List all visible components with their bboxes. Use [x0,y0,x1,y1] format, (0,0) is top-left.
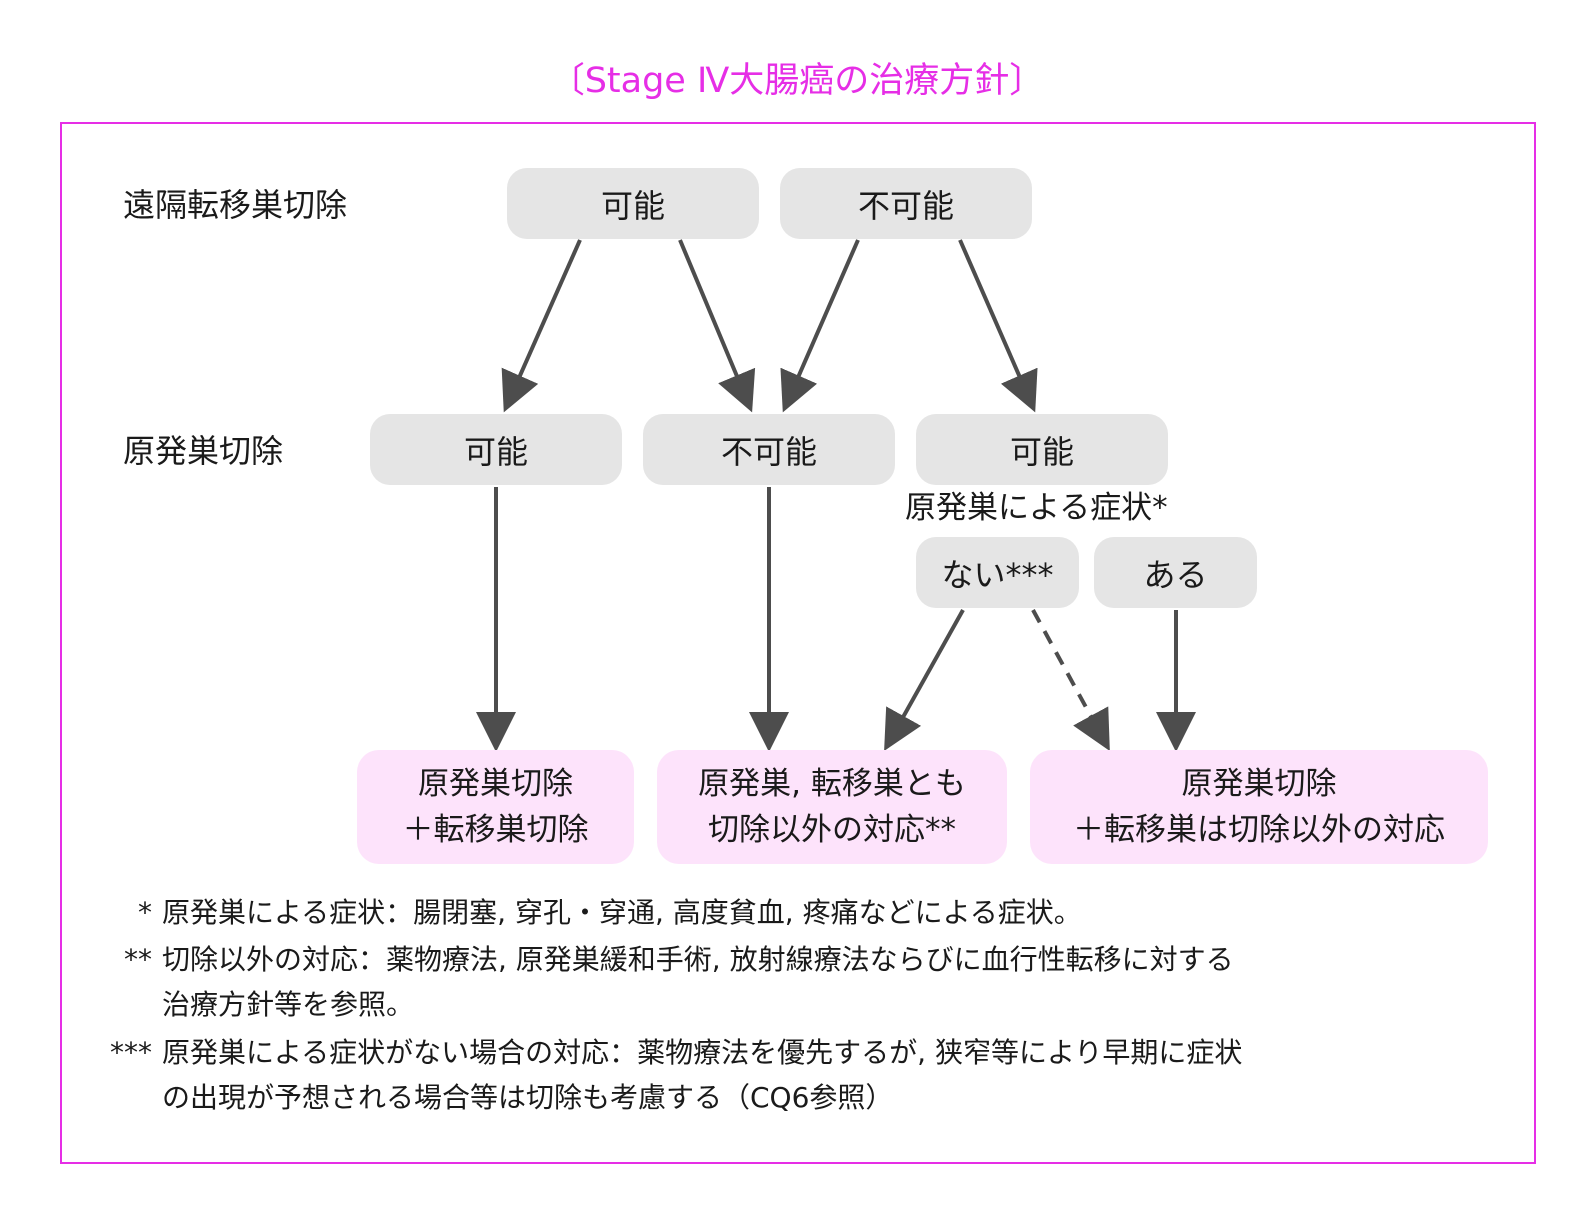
arrow-meta-possible-to-prim-possible [501,239,582,413]
footnote-line: 原発巣による症状：腸閉塞, 穿孔・穿通, 高度貧血, 疼痛などによる症状。 [162,896,1082,929]
footnote-mark: * [138,896,152,929]
row-label-primary-resection: 原発巣切除 [123,432,284,470]
result-line: 原発巣切除 [418,766,573,802]
node-metastasis-impossible: 不可能 [780,168,1032,239]
arrow-none-to-result-3-dashed [1031,609,1110,752]
row-label-metastasis-resection: 遠隔転移巣切除 [123,186,348,224]
arrow-meta-impossible-to-prim-possible-b [958,239,1038,413]
result-non-resection-both: 原発巣, 転移巣とも 切除以外の対応** [657,750,1007,864]
result-line: 切除以外の対応** [708,812,956,848]
result-resect-both: 原発巣切除 ＋転移巣切除 [357,750,634,864]
footnote-mark: ** [124,943,152,976]
node-primary-possible-symptom: 可能 [916,414,1168,485]
footnote-line: 治療方針等を参照。 [162,988,415,1021]
label-primary-symptoms: 原発巣による症状* [905,490,1168,526]
result-line: 原発巣切除 [1181,766,1337,802]
diagram-title: 〔Stage Ⅳ大腸癌の治療方針〕 [549,61,1045,101]
node-primary-impossible: 不可能 [643,414,895,485]
arrow-meta-possible-to-prim-impossible [678,239,756,413]
diagram-frame [60,122,1536,1164]
node-primary-possible: 可能 [370,414,622,485]
footnote-line: の出現が予想される場合等は切除も考慮する（CQ6参照） [162,1081,894,1114]
result-line: 原発巣, 転移巣とも [698,766,966,802]
arrow-meta-impossible-to-prim-impossible [780,239,860,413]
arrow-none-to-result-2 [884,609,965,751]
node-metastasis-possible: 可能 [507,168,759,239]
footnote-line: 切除以外の対応：薬物療法, 原発巣緩和手術, 放射線療法ならびに血行性転移に対す… [162,943,1234,976]
footnote-line: 原発巣による症状がない場合の対応：薬物療法を優先するが, 狭窄等により早期に症状 [162,1036,1243,1069]
node-symptoms-none: ない*** [916,537,1079,608]
result-line: ＋転移巣は切除以外の対応 [1073,812,1445,848]
footnote-mark: *** [110,1036,152,1069]
node-symptoms-present: ある [1094,537,1257,608]
result-line: ＋転移巣切除 [402,812,589,848]
result-resect-primary-only: 原発巣切除 ＋転移巣は切除以外の対応 [1030,750,1488,864]
